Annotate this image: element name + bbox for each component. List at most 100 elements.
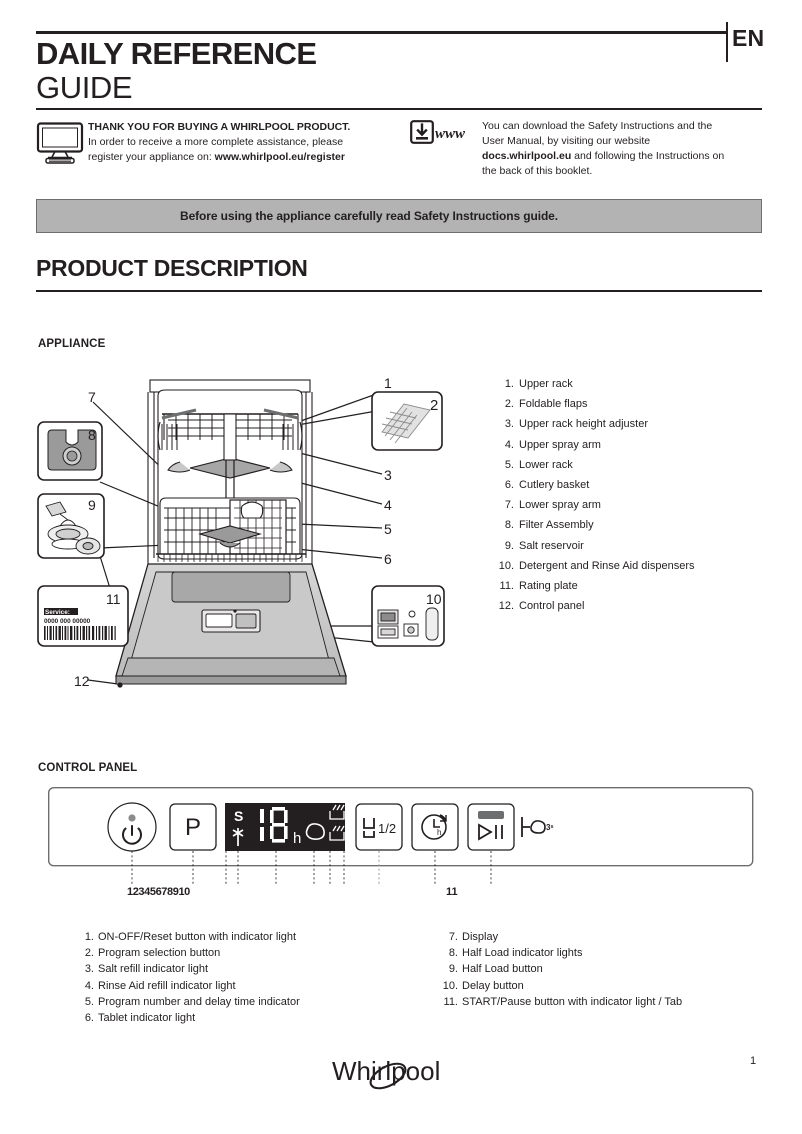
svg-text:2: 2: [430, 397, 438, 414]
monitor-icon: [36, 122, 84, 164]
download-line2: User Manual, by visiting our website: [482, 134, 651, 147]
appliance-heading: APPLIANCE: [38, 338, 106, 350]
list-item-number: 4.: [504, 438, 514, 451]
callout-1: 1: [384, 375, 392, 391]
register-prefix: register your appliance on:: [88, 150, 215, 163]
power-icon: [122, 825, 142, 845]
list-item: 2.Program selection button: [76, 945, 396, 961]
control-panel-legend-right: 7.Display 8.Half Load indicator lights 9…: [400, 929, 770, 1010]
whirlpool-swoosh: [369, 1062, 407, 1090]
list-item-number: 2.: [504, 398, 514, 411]
list-item-label: Salt reservoir: [519, 539, 584, 552]
list-item: 4. Upper spray arm: [495, 435, 775, 455]
start-indicator-light: [478, 811, 504, 819]
list-item: 10.Delay button: [440, 978, 770, 994]
list-item-label: Control panel: [519, 600, 585, 613]
list-item-label: Upper spray arm: [519, 438, 601, 451]
parts-list: 1. Upper rack 2.Foldable flaps 3.Upper ra…: [455, 374, 775, 616]
display-hour-label: h: [293, 830, 301, 847]
list-item: 5.Program number and delay time indicato…: [76, 994, 396, 1010]
list-item-number: 9.: [504, 539, 514, 552]
appliance-diagram: 2 8 9 Service: 00: [37, 375, 445, 689]
download-text: You can download the Safety Instructions…: [482, 119, 767, 179]
thank-you-line1: THANK YOU FOR BUYING A WHIRLPOOL PRODUCT…: [88, 121, 351, 133]
list-item-label: ON-OFF/Reset button with indicator light: [98, 931, 297, 943]
list-item-label: Display: [462, 931, 499, 943]
start-pause-button[interactable]: [467, 803, 515, 851]
list-item-label: Detergent and Rinse Aid dispensers: [519, 559, 695, 572]
svg-text:www: www: [435, 126, 466, 142]
list-item-label: Rating plate: [519, 580, 578, 593]
list-item-number: 12.: [498, 600, 514, 613]
program-selection-button[interactable]: P: [169, 803, 217, 851]
list-item: 9. Salt reservoir: [495, 536, 775, 556]
download-line3-rest: and following the Instructions on: [571, 149, 725, 162]
list-item-number: 2.: [84, 947, 94, 960]
list-item-label: Salt refill indicator light: [98, 963, 209, 976]
delay-button[interactable]: h: [411, 803, 459, 851]
list-item-number: 1.: [504, 378, 514, 390]
list-item-number: 11.: [499, 580, 514, 593]
page-title: PRODUCT DESCRIPTION: [36, 255, 308, 281]
callout-12: 12: [74, 673, 90, 689]
svg-text:8: 8: [88, 427, 96, 443]
list-item: 1. ON-OFF/Reset button with indicator lig…: [76, 929, 396, 945]
thank-you-text: THANK YOU FOR BUYING A WHIRLPOOL PRODUCT…: [88, 120, 388, 165]
safety-banner-text: Before using the appliance carefully rea…: [180, 209, 558, 223]
page-number: 1: [750, 1055, 757, 1067]
list-item-number: 8.: [504, 519, 514, 532]
control-panel-legend-left: 1. ON-OFF/Reset button with indicator lig…: [36, 929, 396, 1026]
list-item-number: 8.: [448, 947, 458, 960]
rinse-aid-star-icon: [232, 828, 244, 846]
list-item: 6.Tablet indicator light: [76, 1010, 396, 1026]
callout-6: 6: [384, 551, 392, 567]
display-digits: [260, 807, 288, 843]
list-item-label: Half Load button: [462, 963, 543, 976]
list-item: 7.Display: [440, 929, 770, 945]
document-title-line2: GUIDE: [36, 70, 133, 105]
program-button-label: P: [185, 814, 201, 841]
list-item-label: Upper rack: [519, 378, 573, 390]
list-item-label: Delay button: [462, 979, 524, 992]
rating-plate-service-label: Service:: [45, 609, 70, 616]
list-item: 3.Upper rack height adjuster: [495, 414, 775, 434]
list-item: 6.Cutlery basket: [495, 475, 775, 495]
svg-text:10: 10: [426, 591, 442, 607]
display: S h: [225, 803, 345, 851]
language-code: EN: [732, 25, 765, 51]
list-item-label: Tablet indicator light: [98, 1012, 196, 1025]
svg-text:11: 11: [106, 591, 121, 607]
power-button[interactable]: [107, 802, 157, 852]
language-divider: [726, 22, 728, 62]
list-item-label: Filter Assembly: [519, 519, 594, 532]
download-line3: docs.whirlpool.eu and following the Inst…: [482, 149, 767, 164]
list-item: 5.Lower rack: [495, 455, 775, 475]
delay-hour-label: h: [437, 828, 441, 837]
rating-plate-number: 0000 000 00000: [44, 618, 91, 625]
list-item-number: 9.: [448, 963, 458, 976]
list-item-label: Upper rack height adjuster: [519, 418, 649, 431]
thank-you-line3: register your appliance on: www.whirlpoo…: [88, 150, 388, 165]
list-item-label: Cutlery basket: [519, 479, 590, 492]
thank-you-line2: In order to receive a more complete assi…: [88, 135, 344, 148]
header-rule-top: [36, 31, 726, 34]
list-item-label: Lower spray arm: [519, 499, 601, 512]
brand-name: Whirlpool: [332, 1056, 440, 1086]
tab-seconds-label: 3ˢ: [546, 823, 553, 832]
list-item: 7.Lower spray arm: [495, 495, 775, 515]
whirlpool-logo: Whirlpool: [332, 1056, 440, 1090]
list-item-number: 3.: [84, 963, 94, 976]
callout-7: 7: [88, 389, 96, 405]
list-item: 1. Upper rack: [495, 374, 775, 394]
list-item: 2.Foldable flaps: [495, 394, 775, 414]
callout-3: 3: [384, 467, 392, 483]
list-item: 3. Salt refill indicator light: [76, 961, 396, 977]
list-item-number: 1.: [84, 931, 94, 943]
half-load-button[interactable]: 1/2: [355, 803, 403, 851]
list-item: 4.Rinse Aid refill indicator light: [76, 978, 396, 994]
callout-5: 5: [384, 521, 392, 537]
download-www-icon: www: [410, 120, 466, 144]
safety-banner: Before using the appliance carefully rea…: [36, 199, 762, 233]
control-panel-numbers-right: 11: [446, 886, 458, 898]
section-rule: [36, 290, 762, 292]
